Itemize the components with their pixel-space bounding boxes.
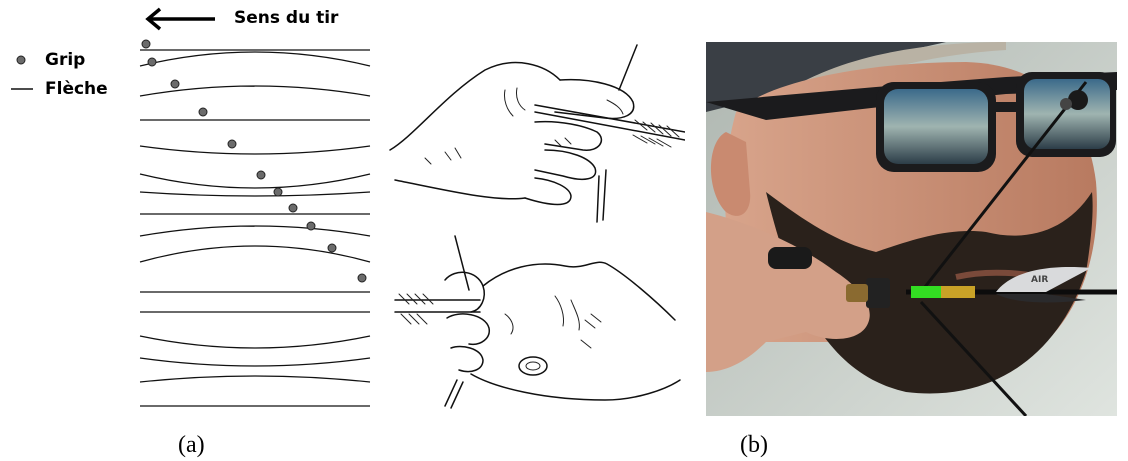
arrow-flex-line — [140, 174, 370, 188]
arrow-flex-line — [140, 226, 370, 236]
grip-dot — [199, 108, 207, 116]
arrow-flex-line — [140, 52, 370, 66]
grip-dot — [228, 140, 236, 148]
grip-legend-dot-icon — [14, 53, 28, 67]
grip-legend-label: Grip — [45, 50, 85, 70]
arrow-flex-diagram — [130, 36, 380, 416]
caption-a: (a) — [178, 432, 205, 459]
grip-dot — [307, 222, 315, 230]
shot-direction-label: Sens du tir — [234, 8, 338, 28]
arrow-flex-line — [140, 336, 370, 348]
upper-hand-drawing — [390, 45, 685, 222]
grip-dot — [257, 171, 265, 179]
grip-dot — [328, 244, 336, 252]
lower-hand-drawing — [395, 236, 680, 408]
direction-arrow-icon — [143, 6, 217, 32]
grip-dot — [171, 80, 179, 88]
arrow-flex-line — [140, 146, 370, 154]
arrow-legend-label: Flèche — [45, 79, 108, 99]
arrow-flex-line — [140, 358, 370, 366]
grip-dot — [289, 204, 297, 212]
hand-grip-illustration — [385, 40, 685, 420]
arrow-flex-line — [140, 192, 370, 196]
arrow-legend-line-icon — [10, 86, 34, 92]
arrow-nock — [911, 286, 941, 298]
arrow-flex-line — [140, 376, 370, 382]
arrow-brand-text: AIR — [1031, 275, 1048, 285]
grip-dot — [142, 40, 150, 48]
grip-dot — [274, 188, 282, 196]
caption-b: (b) — [740, 432, 768, 459]
archer-photo: AIR — [706, 42, 1117, 416]
grip-dot — [358, 274, 366, 282]
grip-dot — [148, 58, 156, 66]
